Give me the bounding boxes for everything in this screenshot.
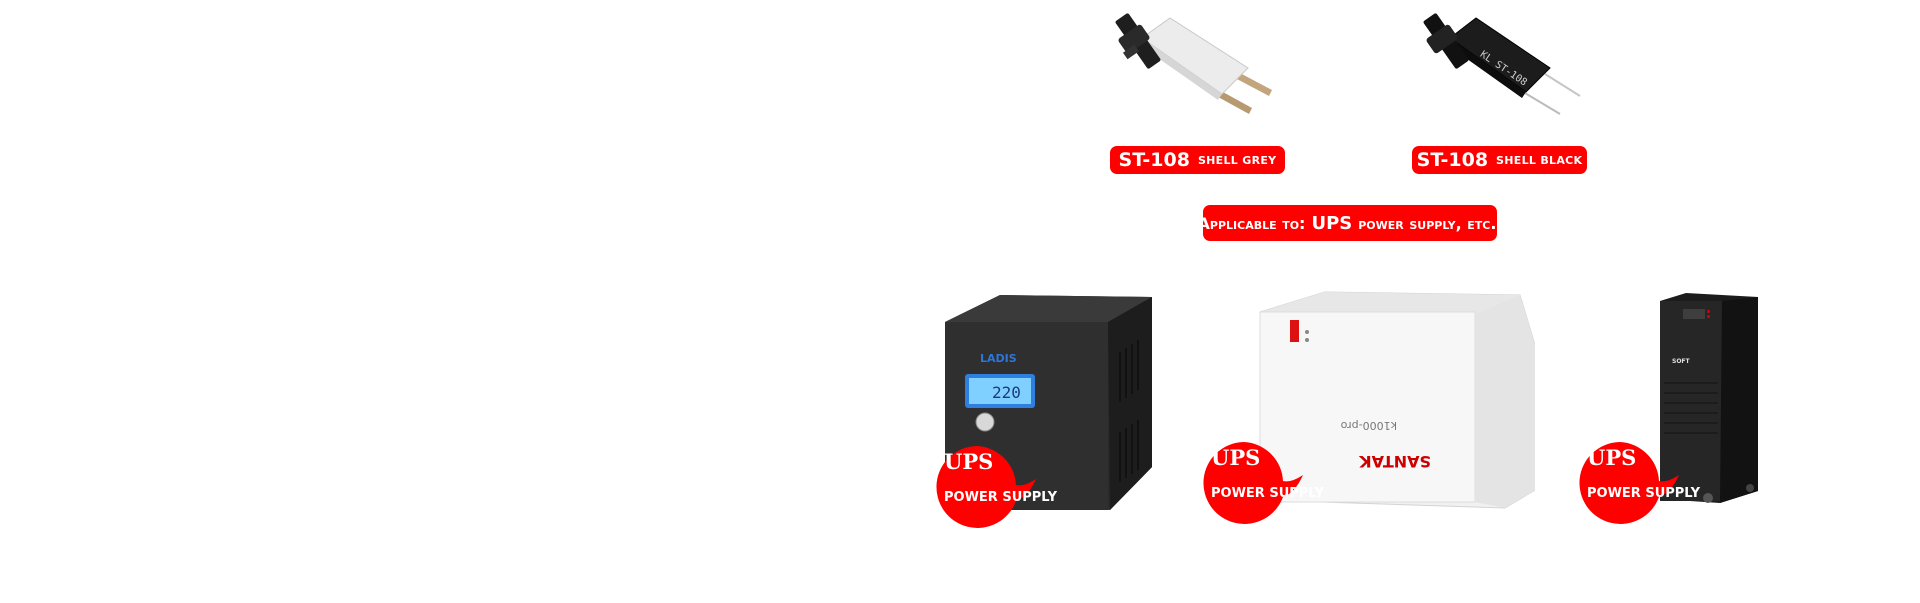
ups-badge-1: UPS POWER SUPPLY <box>936 439 1068 539</box>
ups2-brand: SANTAK <box>1359 452 1431 471</box>
ups-badge-3: UPS POWER SUPPLY <box>1579 435 1711 535</box>
st108-grey-label: ST-108 SHELL GREY <box>1110 146 1285 174</box>
ups-unit-tower-image: SOFT <box>1658 293 1760 511</box>
ups1-brand: LADIS <box>980 352 1017 365</box>
ups-badge-1-title: UPS <box>944 449 994 474</box>
st108-grey-switch-image <box>1100 8 1290 123</box>
ups3-brand: SOFT <box>1672 358 1691 365</box>
applicable-suffix: power supply, etc.. <box>1358 213 1503 233</box>
ups-badge-1-subtitle: POWER SUPPLY <box>944 490 1057 505</box>
ups-badge-3-subtitle: POWER SUPPLY <box>1587 486 1700 501</box>
ups1-display: 220 <box>992 383 1021 402</box>
ups-badge-2: UPS POWER SUPPLY <box>1203 435 1335 535</box>
ups-badge-2-title: UPS <box>1211 445 1261 470</box>
st108-black-switch-image: KL ST-108 <box>1410 10 1590 125</box>
ups-badge-3-title: UPS <box>1587 445 1637 470</box>
applicable-prefix: Applicable to: <box>1197 213 1306 233</box>
black-model: ST-108 <box>1416 149 1489 171</box>
st108-black-label: ST-108 SHELL BLACK <box>1412 146 1587 174</box>
ups2-model-print: k1000-pro <box>1340 419 1397 432</box>
applicable-banner: Applicable to: UPS power supply, etc.. <box>1198 205 1502 241</box>
grey-variant: SHELL GREY <box>1197 153 1277 167</box>
ups-badge-2-subtitle: POWER SUPPLY <box>1211 486 1324 501</box>
grey-model: ST-108 <box>1118 149 1190 171</box>
applicable-acronym: UPS <box>1311 212 1353 234</box>
black-variant: SHELL BLACK <box>1496 153 1583 167</box>
ups-unit-santak-image: k1000-pro SANTAK <box>1255 290 1536 510</box>
